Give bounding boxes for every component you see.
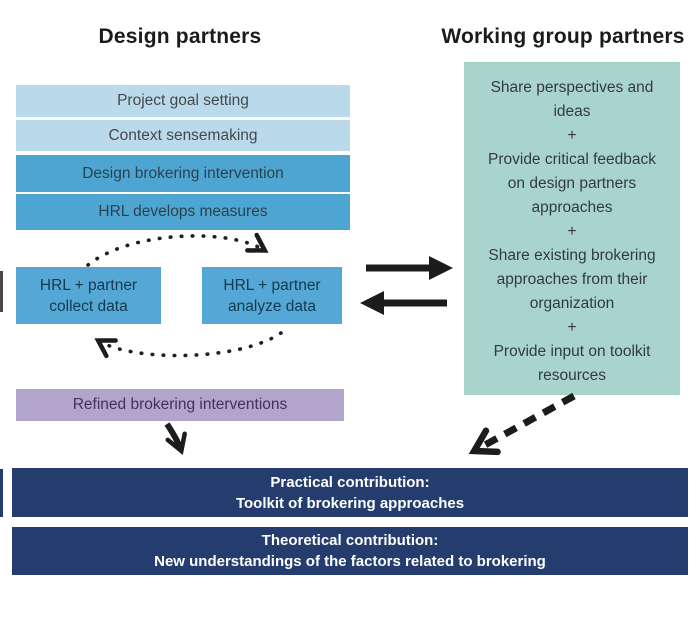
practical-contribution-detail: Toolkit of brokering approaches	[235, 494, 465, 512]
theoretical-contribution-title: Theoretical contribution:	[261, 532, 439, 549]
cycle-arrow-top-icon	[86, 232, 269, 267]
working-group-activities-box: Share perspectives and ideas + Provide c…	[464, 62, 680, 395]
refined-brokering-interventions-box: Refined brokering interventions	[16, 389, 344, 421]
cycle-box-analyze-data: HRL + partner analyze data	[202, 267, 342, 324]
cropped-navy-edge-artifact-icon	[0, 469, 3, 517]
working-group-partners-heading: Working group partners	[441, 25, 685, 48]
exchange-arrow-right-icon	[366, 256, 453, 280]
theoretical-contribution-detail: New understandings of the factors relate…	[154, 553, 546, 570]
practical-contribution-title: Practical contribution:	[270, 473, 430, 491]
step-project-goal-setting: Project goal setting	[16, 85, 350, 117]
practical-contribution-box: Practical contribution: Toolkit of broke…	[12, 468, 688, 517]
theoretical-contribution-box: Theoretical contribution: New understand…	[12, 527, 688, 575]
cropped-edge-artifact-icon	[0, 271, 3, 312]
step-design-brokering-intervention: Design brokering intervention	[16, 155, 350, 192]
exchange-arrow-left-icon	[360, 291, 447, 315]
step-context-sensemaking: Context sensemaking	[16, 120, 350, 151]
cycle-arrow-bottom-icon	[94, 331, 283, 359]
design-partners-heading: Design partners	[98, 25, 262, 48]
cycle-box-collect-data: HRL + partner collect data	[16, 267, 161, 324]
working-to-practical-arrow-icon	[468, 392, 576, 456]
refined-to-practical-arrow-icon	[164, 422, 187, 456]
step-hrl-develops-measures: HRL develops measures	[16, 194, 350, 230]
